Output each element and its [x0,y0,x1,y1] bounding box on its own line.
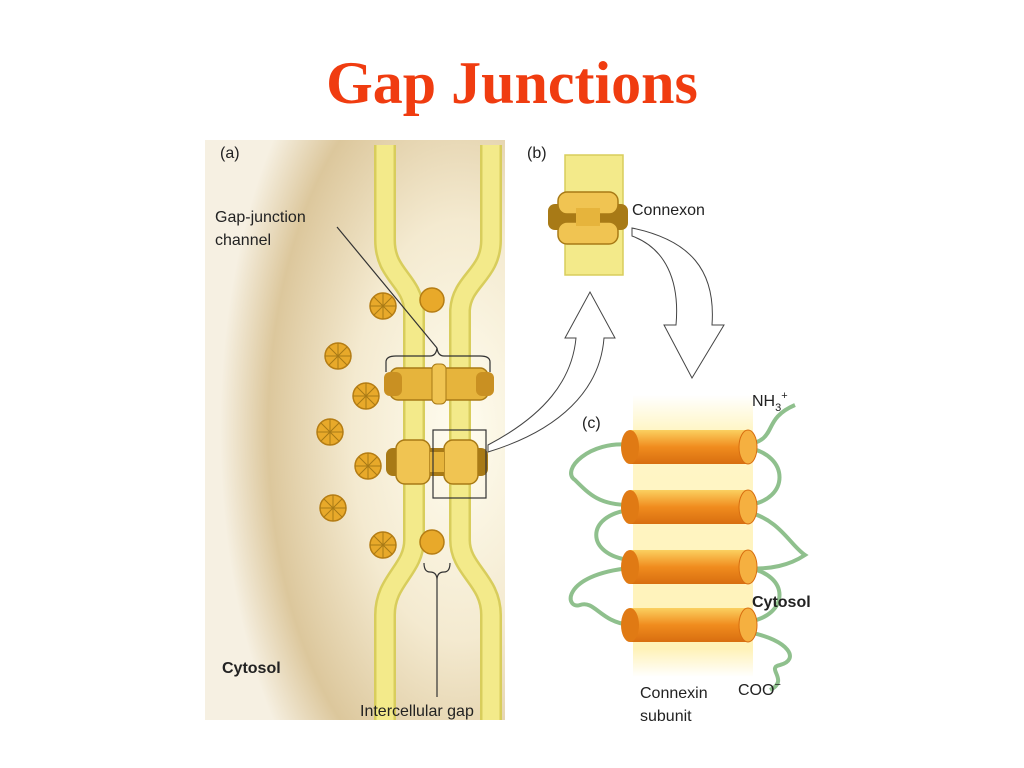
loop-left-3 [568,566,631,627]
highlight-box [432,429,487,499]
helix-3 [621,549,758,585]
panel-b: (b) Connexon [487,145,725,453]
n-terminus-label: NH3+ [752,390,788,414]
loop-right-2 [747,510,809,571]
gap-junction-channel-upper [384,363,494,405]
connexon-closeup [548,191,628,245]
panel-c-cytosol-label: Cytosol [752,594,811,611]
helix-4 [621,607,758,643]
loop-right-1 [747,446,782,507]
panel-c-tag: (c) [582,415,601,432]
connexon-label: Connexon [632,202,705,219]
connexin-subunit-label-line2: subunit [640,708,692,725]
loop-left-2 [594,508,631,562]
panel-a: (a) Gap-junction channel Cytosol Interce… [205,140,505,720]
arrow-b-to-c [631,227,725,380]
channel-label-line1: Gap-junction [215,209,306,226]
panel-b-tag: (b) [527,145,547,162]
channel-label-line2: channel [215,232,271,249]
c-terminus-label: COO− [738,679,781,699]
slide-title: Gap Junctions [326,50,698,116]
intercellular-gap-label: Intercellular gap [360,703,474,720]
panel-c: (c) NH3+ Cytosol Connexin subunit COO− [568,390,811,725]
c-terminus-tail [747,630,792,692]
connexon-face-on [419,287,445,313]
panel-a-cytosol-label: Cytosol [222,660,281,677]
helix-1 [621,429,758,465]
connexin-subunit-label-line1: Connexin [640,685,708,702]
connexon-face-on [419,529,445,555]
channel-leader-line [336,226,438,349]
loop-left-1 [569,442,631,507]
panel-a-tag: (a) [220,145,240,162]
connexin-helices [621,429,758,643]
helix-2 [621,489,758,525]
connexin-loops [568,403,809,692]
loop-right-3 [747,566,782,624]
arrow-a-to-b [487,290,616,453]
